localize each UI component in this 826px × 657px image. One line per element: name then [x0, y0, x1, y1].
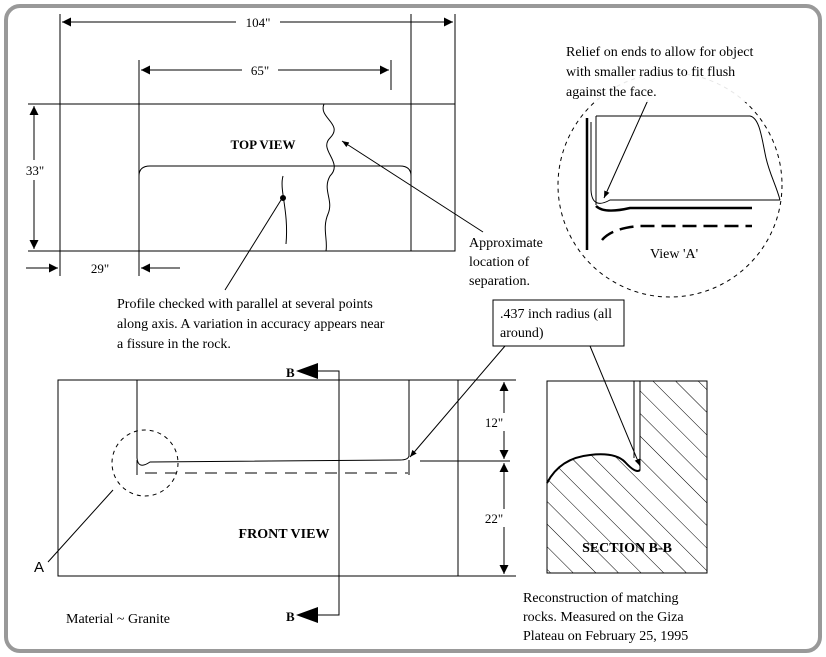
- dim-29: 29": [26, 251, 180, 276]
- dim-29-label: 29": [91, 261, 109, 276]
- detail-a-leader: [47, 489, 114, 563]
- dim-65-label: 65": [251, 63, 269, 78]
- separation-note: Approximate location of separation.: [469, 236, 546, 289]
- dim-104: 104": [62, 13, 453, 30]
- top-view-title: TOP VIEW: [231, 137, 296, 152]
- profile-leader: [224, 199, 282, 291]
- reconstruction-note: Reconstruction of matching rocks. Measur…: [523, 591, 688, 644]
- material-note: Material ~ Granite: [66, 612, 170, 627]
- dim-12-label: 12": [485, 415, 503, 430]
- front-view-title: FRONT VIEW: [239, 527, 330, 542]
- detail-profile-line: [595, 205, 752, 212]
- relief-leader: [603, 99, 649, 199]
- separation-leader: [341, 140, 484, 233]
- detail-stone-outline: [596, 115, 781, 201]
- top-view-recess: [138, 165, 412, 251]
- section-outline: [546, 380, 708, 574]
- front-view-outline: [57, 379, 459, 577]
- section-profile: [546, 453, 641, 484]
- section-marker-b-top: B: [286, 365, 295, 380]
- detail-hidden-line: [601, 224, 752, 241]
- section-title: SECTION B-B: [582, 541, 672, 556]
- section-hatch: [547, 381, 707, 573]
- radius-leader-section: [589, 345, 641, 467]
- dim-22-label: 22": [485, 511, 503, 526]
- top-view: [59, 14, 456, 252]
- detail-view-a: Relief on ends to allow for object with …: [557, 40, 783, 298]
- radius-callout: .437 inch radius (all around): [409, 299, 641, 467]
- detail-circle: [557, 72, 783, 298]
- dim-104-label: 104": [246, 15, 271, 30]
- front-view-groove: [136, 455, 410, 466]
- fissure-line: [281, 175, 288, 245]
- section-b-b: SECTION B-B: [546, 380, 708, 574]
- dim-33-label: 33": [26, 163, 44, 178]
- profile-note: Profile checked with parallel at several…: [117, 297, 388, 352]
- detail-relief-curve: [590, 122, 780, 204]
- dim-33: 33": [20, 103, 60, 252]
- separation-line: [322, 103, 335, 252]
- front-view: [57, 379, 516, 577]
- section-line-b: B B: [286, 363, 340, 624]
- fissure-point: [280, 195, 286, 201]
- relief-note: Relief on ends to allow for object with …: [566, 45, 757, 100]
- detail-a-circle: [111, 429, 179, 497]
- section-marker-b-bottom: B: [286, 609, 295, 624]
- detail-a-label: A: [34, 559, 44, 576]
- top-view-outline: [59, 103, 456, 252]
- radius-note: .437 inch radius (all around): [500, 307, 615, 341]
- dim-65: 65": [141, 62, 389, 78]
- detail-view-title: View 'A': [650, 247, 698, 262]
- dim-12-22: 12" 22": [484, 382, 522, 574]
